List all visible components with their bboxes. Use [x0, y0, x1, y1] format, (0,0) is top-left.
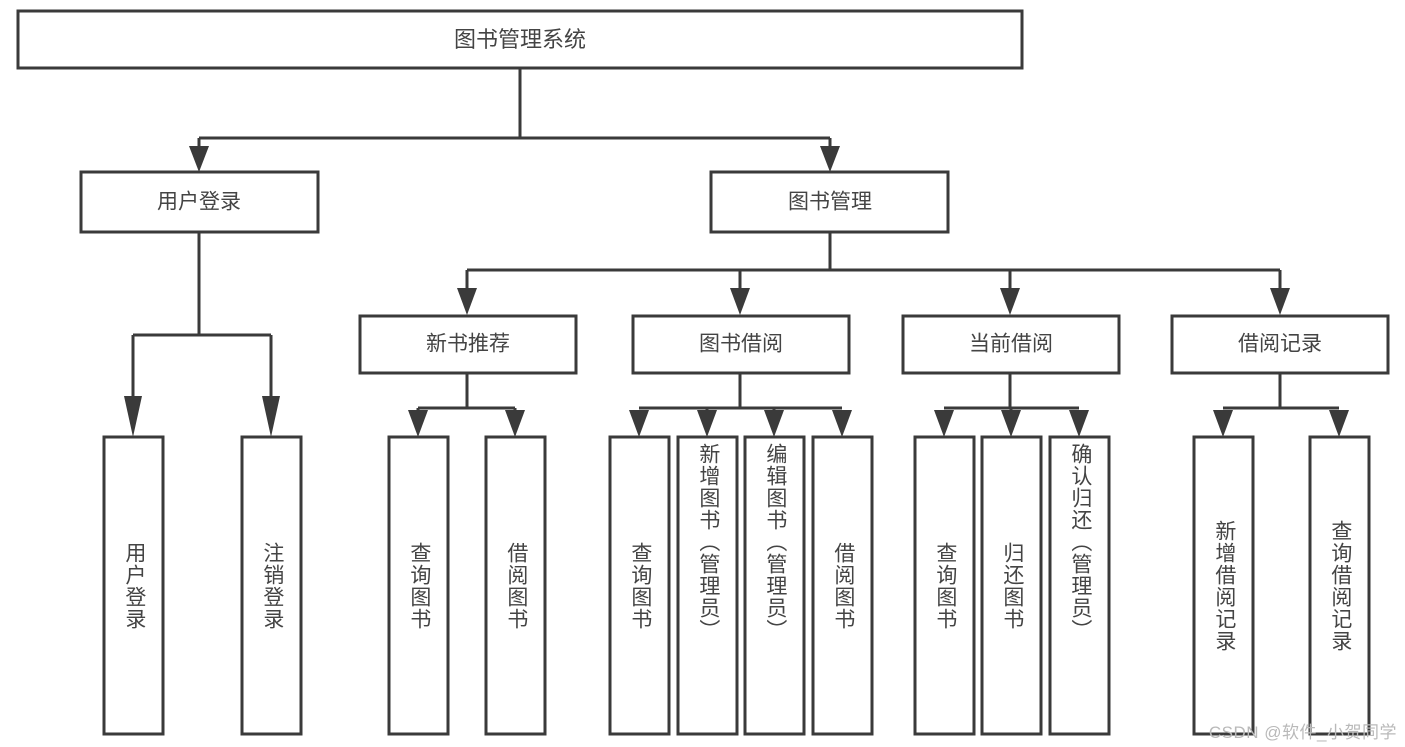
- connector-layer: [124, 68, 1349, 437]
- leaf-cb-query-box[interactable]: [913, 435, 976, 736]
- arrow-bookborrow-leaf-4: [832, 410, 852, 437]
- arrow-bookmgmt-to-newbook: [457, 288, 477, 315]
- leaf-cb-return-box[interactable]: [980, 435, 1043, 736]
- arrow-userlogin-leaf-1: [124, 396, 142, 437]
- node-new-book-recommend-label: 新书推荐: [426, 333, 510, 356]
- node-book-management-box[interactable]: [709, 170, 950, 234]
- leaf-rec-query-box[interactable]: [387, 435, 450, 736]
- node-borrow-record[interactable]: 借阅记录: [1170, 314, 1390, 375]
- arrow-newbook-leaf-1: [408, 410, 428, 437]
- node-new-book-recommend-box[interactable]: [358, 314, 578, 375]
- arrow-newbook-leaf-2: [505, 410, 525, 437]
- node-current-borrow-label: 当前借阅: [969, 333, 1053, 356]
- arrow-bookmgmt-to-bookborrow: [730, 288, 750, 315]
- arrow-root-to-bookmgmt: [820, 146, 840, 172]
- node-root-title-box[interactable]: [16, 9, 1024, 70]
- leaf-box-layer: [102, 435, 1371, 736]
- arrow-bookborrow-leaf-1: [629, 410, 649, 437]
- arrow-bookborrow-leaf-2: [697, 410, 717, 437]
- arrow-userlogin-leaf-2: [262, 396, 280, 437]
- leaf-br-query-box[interactable]: [1308, 435, 1371, 736]
- node-book-management-label: 图书管理: [788, 191, 872, 214]
- leaf-bb-borrow-box[interactable]: [811, 435, 874, 736]
- csdn-watermark: CSDN @软件_小贺同学: [1208, 723, 1397, 742]
- node-root-title[interactable]: 图书管理系统: [16, 9, 1024, 70]
- arrow-bookmgmt-to-borrowrecord: [1270, 288, 1290, 315]
- arrow-root-to-userlogin: [189, 146, 209, 172]
- node-book-borrow-label: 图书借阅: [699, 333, 783, 356]
- node-user-login-label: 用户登录: [157, 191, 241, 214]
- node-user-login[interactable]: 用户登录: [79, 170, 320, 234]
- arrow-currentborrow-leaf-3: [1069, 410, 1089, 437]
- leaf-bb-query-box[interactable]: [608, 435, 671, 736]
- node-root-title-label: 图书管理系统: [454, 27, 586, 52]
- node-book-borrow[interactable]: 图书借阅: [631, 314, 851, 375]
- leaf-cb-confirm-box[interactable]: [1048, 435, 1111, 736]
- node-user-login-box[interactable]: [79, 170, 320, 234]
- leaf-rec-borrow-box[interactable]: [484, 435, 547, 736]
- leaf-bb-edit-box[interactable]: [743, 435, 806, 736]
- arrow-currentborrow-leaf-1: [934, 410, 954, 437]
- node-book-management[interactable]: 图书管理: [709, 170, 950, 234]
- leaf-user-login-box[interactable]: [102, 435, 165, 736]
- arrow-bookmgmt-to-currentborrow: [1000, 288, 1020, 315]
- leaf-br-add-box[interactable]: [1192, 435, 1255, 736]
- leaf-bb-add-box[interactable]: [676, 435, 739, 736]
- node-new-book-recommend[interactable]: 新书推荐: [358, 314, 578, 375]
- arrow-bookborrow-leaf-3: [764, 410, 784, 437]
- leaf-logout-box[interactable]: [240, 435, 303, 736]
- arrow-borrowrecord-leaf-1: [1213, 410, 1233, 437]
- arrow-currentborrow-leaf-2: [1001, 410, 1021, 437]
- node-current-borrow-box[interactable]: [901, 314, 1121, 375]
- node-borrow-record-label: 借阅记录: [1238, 333, 1322, 356]
- node-current-borrow[interactable]: 当前借阅: [901, 314, 1121, 375]
- node-borrow-record-box[interactable]: [1170, 314, 1390, 375]
- arrow-borrowrecord-leaf-2: [1329, 410, 1349, 437]
- node-book-borrow-box[interactable]: [631, 314, 851, 375]
